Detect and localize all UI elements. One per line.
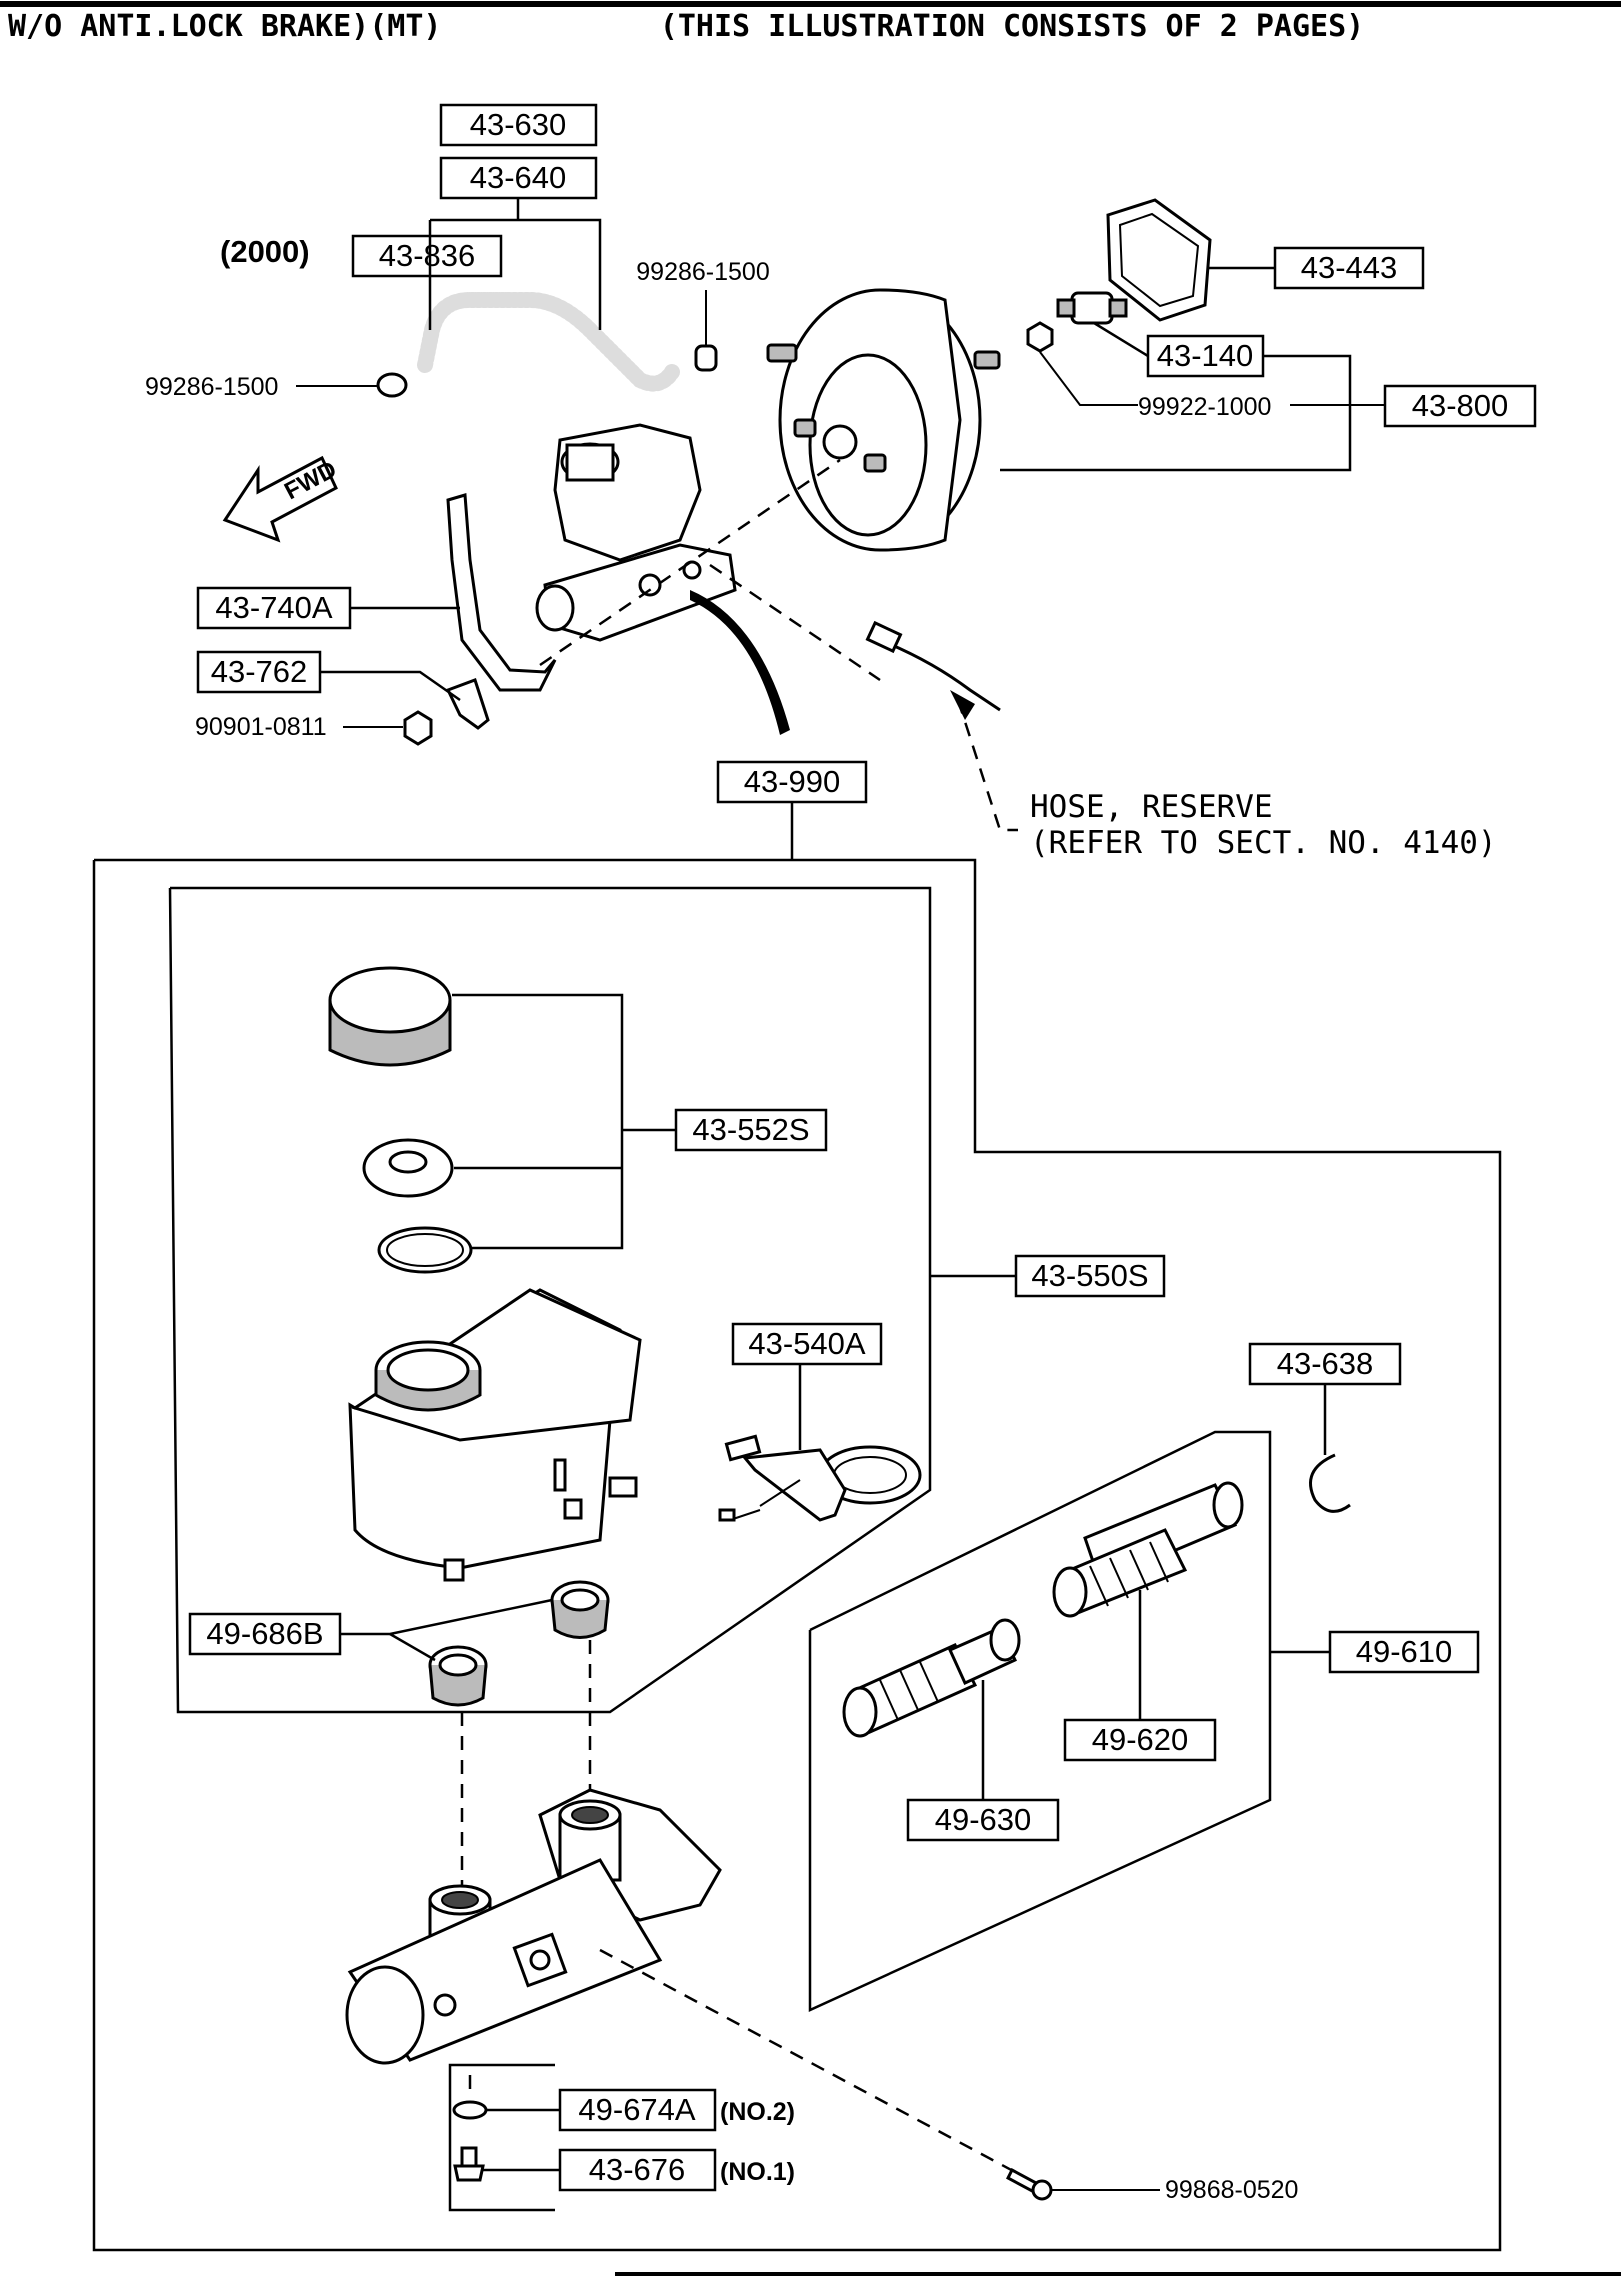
label-43-140: 43-140 [1157, 338, 1254, 373]
label-box-43-740A [196, 586, 352, 630]
year-label: (2000) [220, 234, 310, 269]
label-43-640: 43-640 [470, 160, 567, 195]
label-box-43-836 [351, 234, 503, 278]
screw-icon [1006, 2167, 1053, 2201]
label-43-630: 43-630 [470, 107, 567, 142]
bracket-icon [446, 493, 557, 692]
snap-ring-icon [1309, 1453, 1351, 1513]
vacuum-hose [417, 292, 680, 392]
clamp-left-icon [376, 372, 408, 398]
label-43-740A: 43-740A [215, 590, 333, 625]
clamp-right-icon [694, 344, 718, 372]
label-box-43-540A [731, 1322, 883, 1366]
label-43-443: 43-443 [1301, 250, 1398, 285]
header-right: (THIS ILLUSTRATION CONSISTS OF 2 PAGES) [660, 9, 1364, 44]
label-box-43-630 [439, 103, 598, 147]
label-43-990: 43-990 [744, 764, 841, 799]
label-43-836: 43-836 [379, 238, 476, 273]
bracket-nut-icon [403, 710, 433, 746]
secondary-piston-icon [1052, 1481, 1244, 1618]
label-box-49-610 [1328, 1630, 1480, 1674]
header-left: W/O ANTI.LOCK BRAKE)(MT) [8, 9, 441, 44]
fwd-arrow-icon: FWD [222, 456, 341, 543]
label-clamp-left: 99286-1500 [145, 373, 278, 401]
bracket-plate-icon [445, 678, 490, 730]
label-49-620: 49-620 [1092, 1722, 1189, 1757]
label-box-43-550S [1014, 1254, 1166, 1298]
label-43-540A: 43-540A [748, 1326, 866, 1361]
reservoir-tank [348, 1288, 642, 1582]
brake-booster [766, 288, 1001, 552]
label-49-610: 49-610 [1356, 1634, 1453, 1669]
label-box-43-443 [1273, 246, 1425, 290]
master-cylinder-body [345, 1788, 722, 2065]
grommet-lower-icon [428, 1645, 488, 1707]
label-43-638: 43-638 [1277, 1346, 1374, 1381]
label-49-630: 49-630 [935, 1802, 1032, 1837]
label-43-550S: 43-550S [1031, 1258, 1148, 1293]
label-booster-nut: 99922-1000 [1138, 393, 1271, 421]
label-bracket-nut: 90901-0811 [195, 713, 327, 741]
note-no1: (NO.1) [720, 2158, 795, 2186]
label-box-43-676 [558, 2148, 717, 2192]
stop-bolt-icon [453, 2146, 485, 2182]
label-clamp-right: 99286-1500 [636, 258, 769, 286]
master-cylinder-assembled [535, 423, 737, 642]
grommet-upper-icon [550, 1580, 610, 1639]
label-43-800: 43-800 [1412, 388, 1509, 423]
label-43-552S: 43-552S [692, 1112, 809, 1147]
label-43-676: 43-676 [589, 2152, 686, 2187]
hose-reserve-line1: HOSE, RESERVE [1030, 789, 1273, 825]
check-valve-icon [1056, 291, 1128, 325]
label-box-43-990 [716, 760, 868, 804]
o-ring-icon [452, 2100, 488, 2120]
primary-piston-icon [842, 1618, 1021, 1738]
label-49-686B: 49-686B [206, 1616, 323, 1651]
booster-nut-icon [1026, 321, 1054, 353]
label-43-762: 43-762 [211, 654, 308, 689]
cap-diaphragm-icon [362, 1138, 454, 1198]
detail-arrow-icon [690, 590, 790, 735]
label-box-43-552S [674, 1108, 828, 1152]
label-49-674A: 49-674A [578, 2092, 696, 2127]
label-box-43-800 [1383, 384, 1537, 428]
cap-seal-ring-icon [377, 1226, 473, 1274]
booster-gasket-icon [1106, 198, 1212, 322]
label-box-43-640 [439, 156, 598, 200]
label-box-49-686B [188, 1612, 342, 1656]
label-screw: 99868-0520 [1165, 2176, 1298, 2204]
label-box-49-674A [558, 2088, 717, 2132]
note-no2: (NO.2) [720, 2098, 795, 2126]
fluid-level-sensor-icon [718, 1434, 922, 1522]
reservoir-cap-icon [328, 966, 452, 1067]
hose-reserve-line2: (REFER TO SECT. NO. 4140) [1030, 825, 1497, 861]
